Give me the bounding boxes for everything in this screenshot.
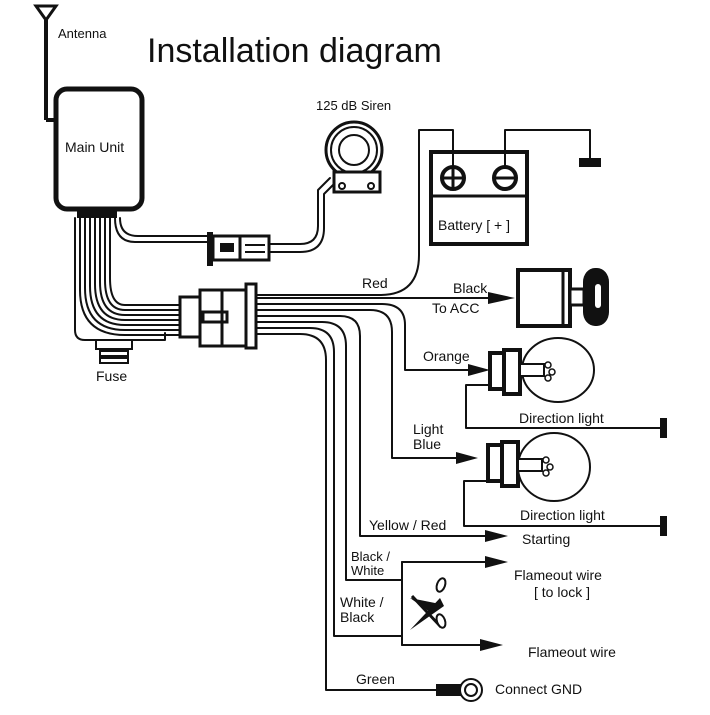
flameout-label: Flameout wire bbox=[528, 644, 616, 660]
wire-harness bbox=[74, 217, 211, 341]
battery-label: Battery [ + ] bbox=[438, 217, 510, 233]
wire-label-black-white-2: White bbox=[351, 563, 384, 578]
output-wires bbox=[255, 292, 515, 691]
wire-label-white-black-1: White / bbox=[340, 594, 384, 610]
ground-icon bbox=[660, 418, 667, 438]
gnd-terminal bbox=[436, 678, 483, 702]
wire-label-yellow-red: Yellow / Red bbox=[369, 517, 446, 533]
main-unit: Main Unit bbox=[53, 86, 145, 218]
wire-label-to-acc: To ACC bbox=[432, 300, 479, 316]
wire-label-light: Light bbox=[413, 421, 443, 437]
direction-light-label-2: Direction light bbox=[520, 507, 605, 523]
siren-connector bbox=[207, 177, 337, 266]
ground-icon bbox=[660, 516, 667, 536]
wire-label-blue: Blue bbox=[413, 436, 441, 452]
wire-label-red: Red bbox=[362, 275, 388, 291]
fuse-label: Fuse bbox=[96, 368, 127, 384]
flameout-lock-label-2: [ to lock ] bbox=[534, 584, 590, 600]
wire-label-green: Green bbox=[356, 671, 395, 687]
siren-label: 125 dB Siren bbox=[316, 98, 391, 113]
wire-label-orange: Orange bbox=[423, 348, 470, 364]
wire-label-black: Black bbox=[453, 280, 488, 296]
direction-light-2 bbox=[463, 432, 667, 536]
starting-label: Starting bbox=[522, 531, 570, 547]
direction-light-1 bbox=[465, 337, 667, 438]
main-connector bbox=[178, 282, 258, 350]
wire-label-white-black-2: Black bbox=[340, 609, 375, 625]
flameout-lock-label-1: Flameout wire bbox=[514, 567, 602, 583]
siren: 125 dB Siren bbox=[316, 98, 391, 194]
connect-gnd-label: Connect GND bbox=[495, 681, 582, 697]
battery: Battery [ + ] bbox=[254, 129, 601, 296]
antenna-label: Antenna bbox=[58, 26, 107, 41]
antenna-icon bbox=[33, 4, 59, 23]
fuse: Fuse bbox=[95, 339, 133, 384]
direction-light-label-1: Direction light bbox=[519, 410, 604, 426]
diagram-title: Installation diagram bbox=[147, 32, 442, 70]
antenna: Antenna bbox=[33, 4, 107, 122]
ground-icon bbox=[579, 158, 601, 167]
ignition-switch bbox=[516, 268, 609, 328]
main-unit-label: Main Unit bbox=[65, 139, 124, 155]
wire-label-black-white-1: Black / bbox=[351, 549, 390, 564]
scissors-icon bbox=[410, 577, 447, 630]
